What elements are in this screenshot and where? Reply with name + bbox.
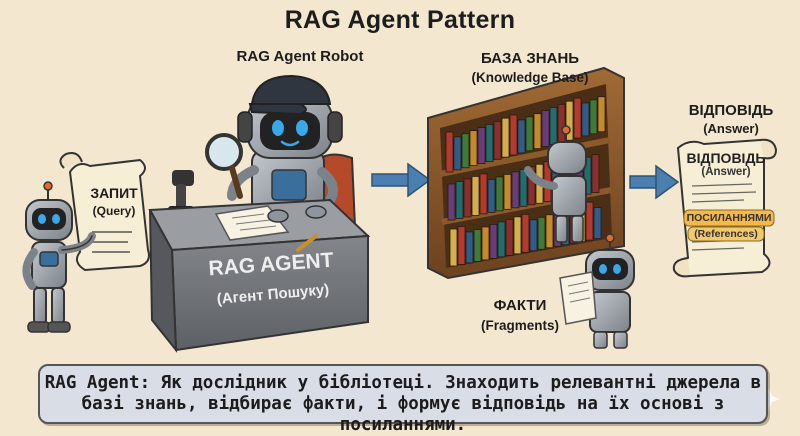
book-spine — [477, 127, 486, 164]
book-spine — [557, 103, 566, 143]
robot-at-shelf — [524, 125, 587, 243]
book-spine — [445, 131, 454, 173]
book-spine — [453, 136, 462, 171]
references-sub: (References) — [694, 228, 758, 240]
book-spine — [527, 166, 536, 206]
caption-box: RAG Agent: Як дослідник у бібліотеці. Зн… — [38, 364, 768, 435]
robot-label: RAG Agent Robot — [236, 48, 364, 65]
answer-heading-sub: (Answer) — [703, 121, 759, 136]
book-spine — [597, 96, 606, 133]
book-spine — [533, 113, 542, 150]
facts-sub: (Fragments) — [480, 318, 559, 333]
book-spine — [593, 207, 602, 240]
query-label: ЗАПИТ — [90, 185, 138, 201]
book-spine — [537, 216, 546, 250]
desk — [148, 198, 371, 354]
book-spine — [581, 102, 590, 137]
caption-text: RAG Agent: Як дослідник у бібліотеці. Зн… — [44, 373, 762, 435]
book-spine — [471, 176, 480, 216]
book-spine — [505, 218, 514, 256]
kb-sub: (Knowledge Base) — [471, 70, 589, 85]
book-spine — [519, 168, 528, 207]
diagram-stage: RAG Agent Pattern RAG Agent Robot ЗАПИТ … — [22, 6, 780, 435]
book-spine — [479, 173, 488, 215]
book-spine — [469, 130, 478, 167]
book-spine — [511, 171, 520, 209]
book-spine — [541, 110, 550, 147]
book-spine — [589, 99, 598, 135]
answer-heading: ВІДПОВІДЬ — [688, 102, 774, 119]
book-spine — [509, 114, 518, 156]
answer-scroll — [672, 138, 778, 278]
book-spine — [487, 178, 496, 213]
book-spine — [549, 107, 558, 145]
arrow-desk-to-kb — [371, 162, 432, 198]
book-spine — [501, 117, 510, 158]
query-sub: (Query) — [92, 204, 136, 218]
book-spine — [493, 120, 502, 160]
book-spine — [463, 178, 472, 218]
small-robot-left — [22, 181, 96, 333]
book-spine — [465, 231, 474, 264]
answer-scroll-sub: (Answer) — [701, 166, 751, 178]
book-spine — [545, 214, 554, 249]
book-spine — [449, 228, 458, 267]
book-spine — [513, 216, 522, 255]
book-spine — [457, 226, 466, 265]
book-spine — [583, 156, 592, 195]
book-spine — [461, 133, 470, 169]
book-spine — [565, 100, 574, 141]
book-spine — [525, 116, 534, 152]
facts-label: ФАКТИ — [493, 297, 547, 314]
book-spine — [503, 173, 512, 210]
book-spine — [529, 219, 538, 252]
book-spine — [447, 183, 456, 221]
book-spine — [585, 201, 594, 241]
references-label: ПОСИЛАННЯМИ — [686, 212, 772, 224]
book-spine — [473, 229, 482, 262]
book-spine — [591, 154, 600, 194]
sparkle-icon — [758, 388, 780, 410]
kb-label: БАЗА ЗНАНЬ — [480, 50, 580, 67]
book-spine — [573, 97, 582, 139]
book-spine — [517, 119, 526, 154]
book-spine — [495, 176, 504, 212]
page-title: RAG Agent Pattern — [284, 6, 516, 34]
book-spine — [485, 124, 494, 162]
book-spine — [481, 226, 490, 261]
book-spine — [521, 213, 530, 253]
arrow-kb-to-answer — [629, 164, 680, 200]
answer-scroll-label: ВІДПОВІДЬ — [686, 150, 766, 166]
diagram-illustration — [22, 66, 780, 410]
main-robot — [205, 74, 343, 215]
book-spine — [455, 181, 464, 219]
book-spine — [497, 221, 506, 258]
robot-with-facts — [559, 233, 635, 349]
book-spine — [489, 223, 498, 259]
